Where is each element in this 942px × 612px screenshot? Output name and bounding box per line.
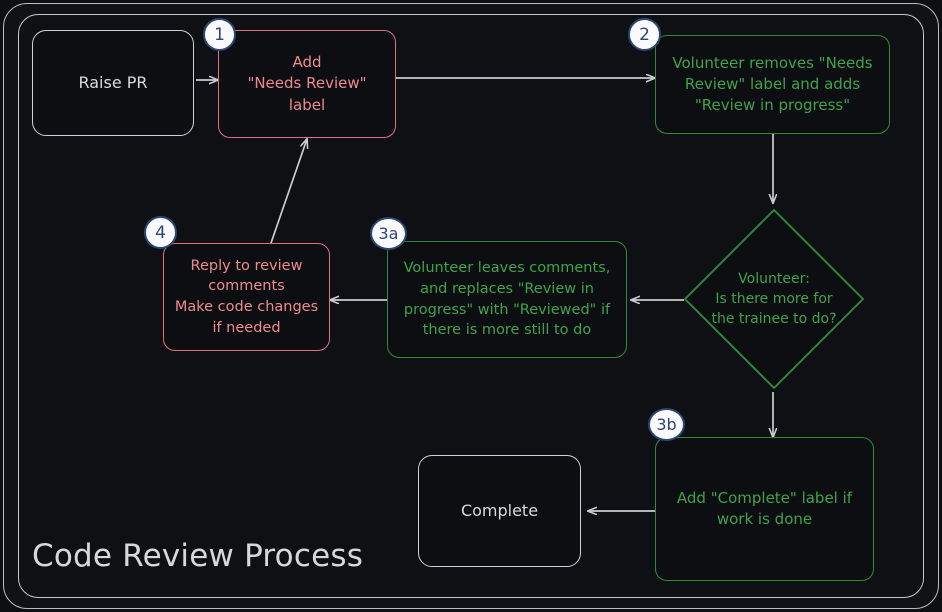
node-add-complete-label-text: Add "Complete" label if work is done [676,488,853,528]
node-raise-pr-label: Raise PR [78,72,148,92]
badge-step-3b: 3b [648,408,685,441]
edge-reply-addlabel [270,139,307,244]
node-add-complete-label[interactable]: Add "Complete" label if work is done [655,437,874,581]
node-volunteer-relabel[interactable]: Volunteer removes "Needs Review" label a… [655,35,890,134]
badge-step-3a: 3a [370,217,407,250]
node-decision-volunteer[interactable]: Volunteer: Is there more for the trainee… [680,205,868,393]
node-complete[interactable]: Complete [418,455,581,567]
badge-step-1-label: 1 [214,24,225,45]
decision-diamond-shape [684,209,864,389]
badge-step-1: 1 [203,18,236,51]
node-add-needs-review-label[interactable]: Add "Needs Review" label [218,30,396,138]
badge-step-4-label: 4 [155,222,166,243]
badge-step-3a-label: 3a [378,224,399,243]
node-raise-pr[interactable]: Raise PR [32,30,194,136]
node-reply-to-review-text: Reply to review comments Make code chang… [174,257,319,336]
badge-step-2: 2 [628,18,661,51]
node-volunteer-relabel-text: Volunteer removes "Needs Review" label a… [672,53,873,115]
node-complete-label: Complete [460,500,539,520]
badge-step-2-label: 2 [639,24,650,45]
node-volunteer-leaves-comments[interactable]: Volunteer leaves comments, and replaces … [387,241,627,358]
badge-step-4: 4 [144,216,177,249]
node-add-needs-review-label-text: Add "Needs Review" label [247,53,367,114]
node-volunteer-leaves-comments-text: Volunteer leaves comments, and replaces … [403,260,611,339]
node-decision-volunteer-text: Volunteer: Is there more for the trainee… [711,270,837,328]
diagram-title: Code Review Process [32,538,364,574]
badge-step-3b-label: 3b [656,415,677,434]
node-reply-to-review[interactable]: Reply to review comments Make code chang… [163,243,330,351]
